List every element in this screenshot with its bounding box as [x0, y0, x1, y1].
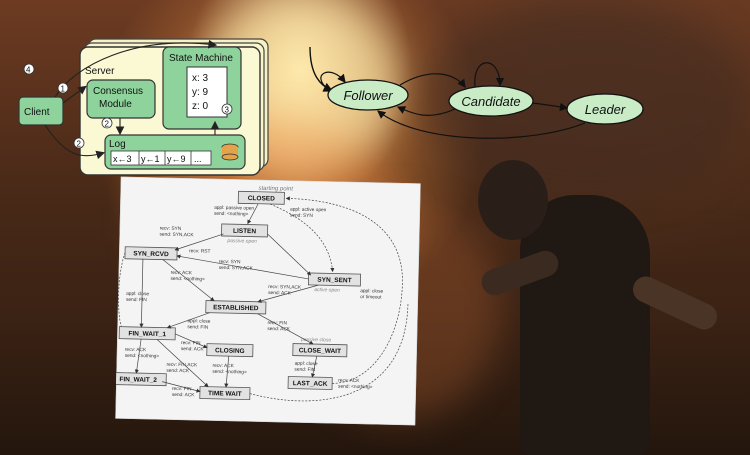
transition-label: appl: close [360, 288, 383, 295]
transition-label: appl: active open [290, 206, 327, 213]
step-4: 4 [26, 66, 31, 75]
fin-wait-1-label: FIN_WAIT_1 [128, 330, 166, 338]
listen-label: LISTEN [233, 228, 257, 236]
log-entry: ... [194, 154, 202, 164]
closing-label: CLOSING [215, 347, 245, 355]
transition-label: recv: RST [189, 248, 211, 254]
time-wait-label: TIME WAIT [208, 390, 242, 398]
follower-label: Follower [343, 88, 393, 103]
transition-label: send: SYN [290, 212, 314, 219]
log-entry: y←9 [167, 154, 186, 164]
transition-label: appl: passive open [214, 205, 254, 212]
closed-label: CLOSED [248, 195, 276, 203]
last-ack-label: LAST_ACK [293, 380, 328, 388]
client-box [18, 96, 64, 126]
transition-label: recv: FIN [172, 386, 192, 392]
step-2: 2 [77, 140, 82, 149]
step-1: 1 [61, 85, 66, 94]
transition-label: or timeout [360, 294, 382, 300]
transition-label: send: FIN [126, 297, 147, 303]
transition-label: recv: SYN [219, 259, 241, 266]
state-established [205, 300, 267, 315]
client-label: Client [24, 107, 50, 118]
transition-label: recv: ACK [171, 270, 193, 277]
state-close-wait [292, 343, 348, 358]
person-head [478, 160, 548, 240]
transition-label: send: ACK [181, 346, 205, 353]
transition-label: send: FIN [294, 367, 315, 373]
transition-label: send: <nothing> [212, 369, 247, 376]
listen-sub: passive open [226, 238, 257, 245]
state-machine-label: State Machine [169, 53, 233, 64]
step-3: 3 [225, 106, 230, 115]
log-entry: x←3 [113, 154, 132, 164]
starting-point: starting point [258, 186, 293, 193]
transition-label: appl: close [295, 361, 318, 368]
transition-label: send: SYN,ACK [159, 232, 194, 239]
running-person [520, 195, 650, 455]
established-label: ESTABLISHED [213, 304, 259, 312]
state-candidate [448, 85, 534, 117]
syn-sent-label: SYN_SENT [317, 277, 351, 285]
state-closed [237, 190, 285, 205]
transition-label: recv: SYN [160, 226, 182, 233]
transition-label: send: <nothing> [338, 384, 373, 391]
tcp-state-diagram: starting point CLOSED LISTEN SYN_RCVD SY… [115, 176, 421, 426]
syn-sent-sub: active open [314, 287, 340, 294]
transition-label: send: ACK [268, 290, 292, 297]
transition-label: recv: FIN [267, 320, 287, 326]
sm-y: y: 9 [192, 87, 209, 98]
state-last-ack [287, 376, 333, 390]
transition-label: send: <nothing> [170, 276, 205, 283]
raft-architecture-diagram: Server Consensus Module State Machine x:… [15, 25, 280, 185]
step-2: 2 [105, 120, 110, 129]
candidate-label: Candidate [461, 94, 520, 109]
consensus-module [86, 79, 156, 119]
transition-label: recv: FIN,ACK [166, 362, 198, 369]
transition-label: send: SYN,ACK [219, 265, 254, 272]
transition-label: send: ACK [267, 326, 291, 333]
transition-label: send: <nothing> [125, 353, 160, 360]
log-entry: y←1 [141, 154, 160, 164]
syn-rcvd-label: SYN_RCVD [133, 250, 169, 258]
transition-label: send: FIN [187, 324, 208, 330]
module-label: Module [99, 99, 132, 110]
transition-label: send: ACK [166, 368, 190, 375]
transition-label: appl: close [187, 318, 210, 325]
leader-label: Leader [585, 102, 626, 117]
transition-label: recv: ACK [125, 347, 147, 354]
transition-label: recv: FIN [181, 340, 201, 346]
transition-label: appl: close [126, 291, 149, 298]
state-closing [206, 343, 254, 358]
server-label: Server [85, 66, 115, 77]
close-wait-label: CLOSE_WAIT [299, 347, 341, 355]
transition-label: recv: ACK [212, 363, 234, 370]
state-listen [221, 223, 269, 238]
close-wait-sub: passive close [300, 337, 331, 344]
sm-x: x: 3 [192, 73, 209, 84]
transition-label: recv: ACK [338, 378, 360, 385]
raft-state-diagram: Follower Candidate Leader [300, 45, 645, 150]
transition-label: send: ACK [172, 392, 196, 399]
sm-z: z: 0 [192, 101, 209, 112]
transition-label: recv: SYN,ACK [268, 284, 302, 291]
log-label: Log [109, 139, 126, 150]
state-follower [327, 79, 409, 111]
transition-label: send: <nothing> [214, 211, 249, 218]
fin-wait-2-label: FIN_WAIT_2 [119, 376, 157, 384]
consensus-label: Consensus [93, 86, 143, 97]
